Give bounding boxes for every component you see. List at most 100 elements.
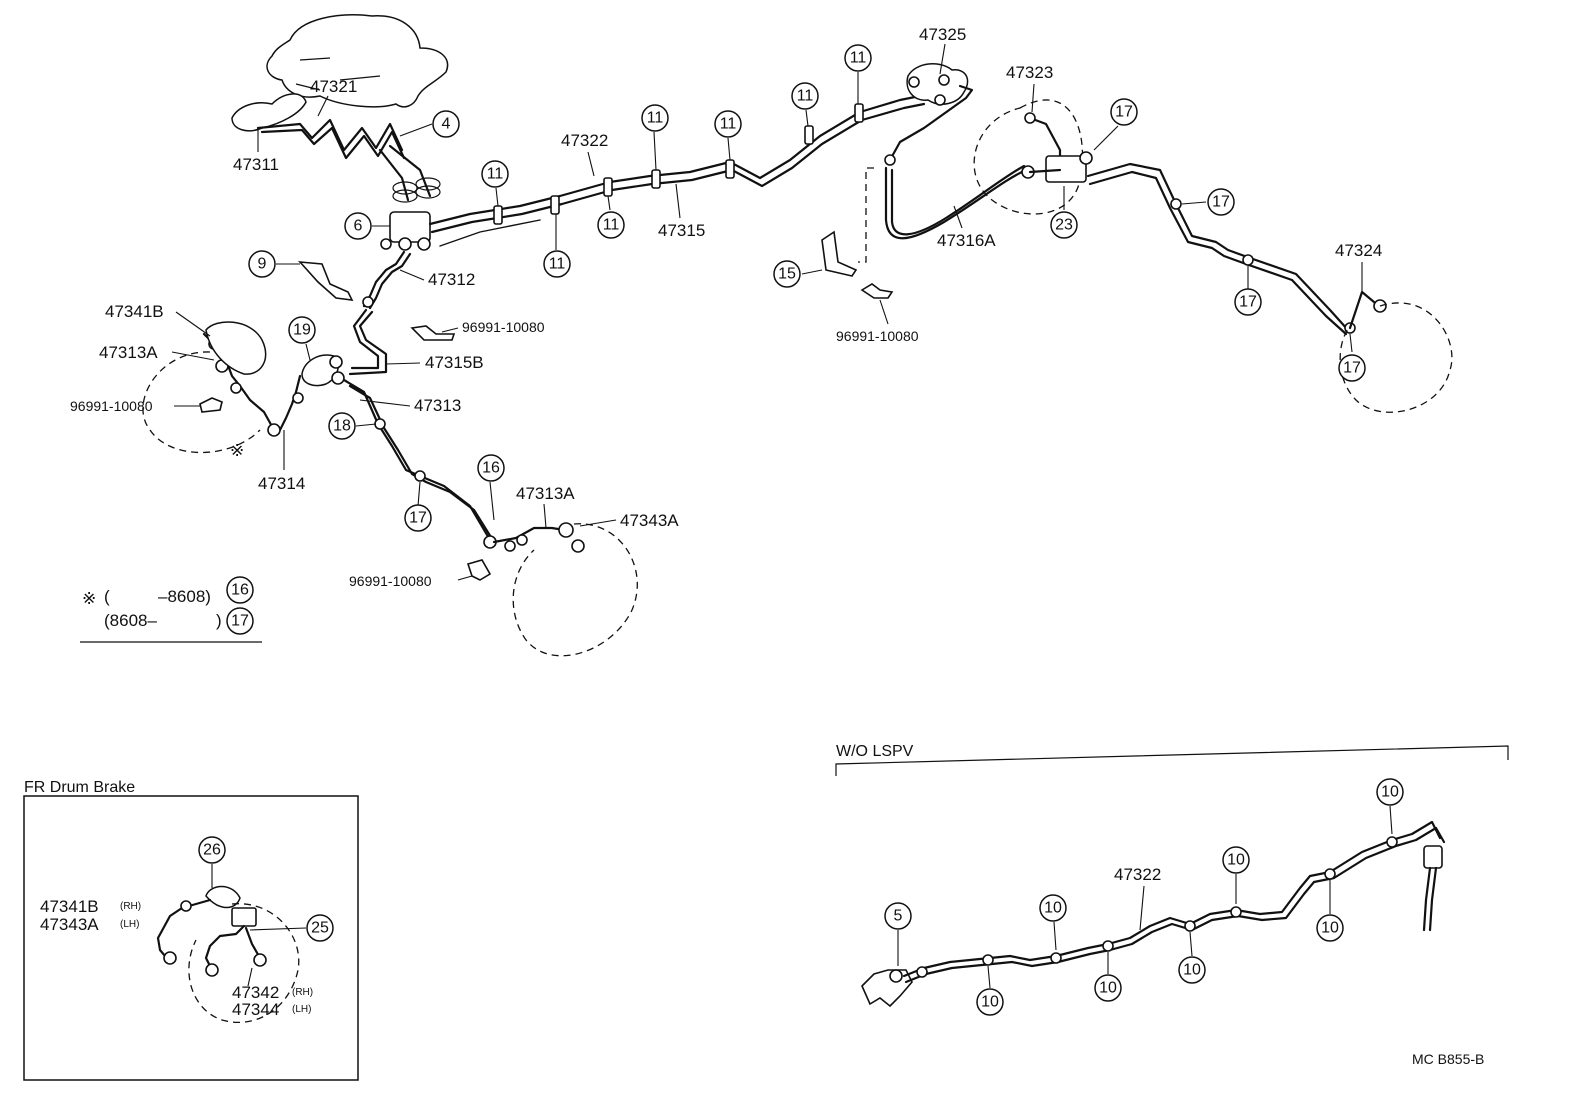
footnote-line2-range: (8608– [104, 611, 157, 630]
callout-9: 9 [248, 250, 276, 278]
svg-text:15: 15 [778, 266, 796, 283]
svg-text:10: 10 [1183, 962, 1201, 979]
label-47313a-left: 47313A [99, 343, 158, 362]
svg-text:16: 16 [231, 582, 249, 599]
svg-text:11: 11 [549, 256, 566, 273]
footnote-line1-range: –8608) [158, 587, 211, 606]
svg-text:11: 11 [720, 116, 737, 133]
callout-26: 26 [198, 836, 226, 864]
callout-11d: 11 [641, 104, 669, 132]
drum-label-47342: 47342 [232, 983, 279, 1002]
callout-11c: 11 [597, 211, 625, 239]
footnote-mark: ※ [82, 589, 96, 608]
label-star: ※ [230, 441, 244, 460]
svg-text:23: 23 [1055, 217, 1073, 234]
leader-lines [171, 43, 1363, 581]
svg-text:11: 11 [647, 110, 664, 127]
wo-label-47322: 47322 [1114, 865, 1161, 884]
callout-10a: 10 [976, 988, 1004, 1016]
label-clip-mid: 96991-10080 [462, 319, 545, 335]
callout-10e: 10 [1222, 846, 1250, 874]
label-47315b: 47315B [425, 353, 484, 372]
callout-circles: 4 6 9 11 11 11 11 11 11 11 15 16 17 17 1… [248, 44, 1366, 532]
callout-11a: 11 [481, 160, 509, 188]
svg-text:17: 17 [231, 613, 249, 630]
svg-text:10: 10 [1227, 852, 1245, 869]
label-47323: 47323 [1006, 63, 1053, 82]
svg-text:10: 10 [1321, 920, 1339, 937]
label-47325: 47325 [919, 25, 966, 44]
svg-text:10: 10 [981, 994, 999, 1011]
callout-11g: 11 [844, 44, 872, 72]
label-47312: 47312 [428, 270, 475, 289]
callout-17b: 17 [1207, 188, 1235, 216]
footnote-line2-paren: ) [216, 611, 222, 630]
footnote-ref-17: 17 [226, 607, 254, 635]
callout-25: 25 [306, 914, 334, 942]
wo-lspv-title: W/O LSPV [836, 743, 914, 760]
callout-17e: 17 [404, 504, 432, 532]
svg-text:26: 26 [203, 842, 221, 859]
callout-18: 18 [328, 412, 356, 440]
svg-text:11: 11 [850, 50, 867, 67]
callout-10f: 10 [1316, 914, 1344, 942]
drum-label-47342-side: (RH) [292, 987, 313, 998]
drum-label-47341b-side: (RH) [120, 901, 141, 912]
drum-label-47344-side: (LH) [292, 1004, 311, 1015]
svg-text:10: 10 [1044, 900, 1062, 917]
diagram-code: MC B855-B [1412, 1051, 1484, 1067]
part-labels: 47311 47321 47322 47315 47325 47323 4731… [70, 25, 1382, 589]
label-47311: 47311 [233, 155, 279, 174]
svg-text:10: 10 [1099, 980, 1117, 997]
label-47314: 47314 [258, 474, 305, 493]
svg-text:17: 17 [409, 510, 427, 527]
footnote-line1-paren: ( [104, 587, 110, 606]
label-47313: 47313 [414, 396, 461, 415]
svg-text:17: 17 [1212, 194, 1230, 211]
svg-text:6: 6 [354, 218, 363, 235]
drum-label-47343a-side: (LH) [120, 919, 139, 930]
svg-text:19: 19 [293, 322, 311, 339]
footnote-ref-16: 16 [226, 576, 254, 604]
callout-10d: 10 [1178, 956, 1206, 984]
callout-4: 4 [432, 110, 460, 138]
callout-19: 19 [288, 316, 316, 344]
label-47313a-low: 47313A [516, 484, 575, 503]
wo-lspv-section: W/O LSPV 5 10 10 10 10 10 10 [835, 743, 1509, 1016]
label-47343a: 47343A [620, 511, 679, 530]
callout-10b: 10 [1039, 894, 1067, 922]
svg-text:17: 17 [1343, 360, 1361, 377]
drum-label-47343a: 47343A [40, 915, 99, 934]
callout-11e: 11 [714, 110, 742, 138]
callout-17c: 17 [1234, 288, 1262, 316]
callout-6: 6 [344, 212, 372, 240]
front-brake-lines [142, 63, 1453, 657]
svg-text:16: 16 [482, 460, 500, 477]
label-47315: 47315 [658, 221, 705, 240]
label-clip-low: 96991-10080 [349, 573, 432, 589]
svg-text:18: 18 [333, 418, 351, 435]
svg-text:10: 10 [1381, 784, 1399, 801]
label-47316a: 47316A [937, 231, 996, 250]
label-47324: 47324 [1335, 241, 1382, 260]
svg-text:11: 11 [797, 88, 814, 105]
callout-5: 5 [884, 902, 912, 930]
footnote: ※ ( –8608) 16 (8608– ) 17 [80, 576, 262, 643]
svg-text:11: 11 [487, 166, 504, 183]
svg-text:4: 4 [442, 116, 451, 133]
drum-label-47344: 47344 [232, 1000, 279, 1019]
master-cylinder [231, 14, 449, 132]
fr-drum-title: FR Drum Brake [24, 779, 135, 796]
label-47341b: 47341B [105, 302, 164, 321]
callout-10g: 10 [1376, 778, 1404, 806]
fr-drum-brake-inset: FR Drum Brake 26 25 47341B (RH) 47343A (… [23, 779, 359, 1081]
callout-17a: 17 [1110, 98, 1138, 126]
svg-text:17: 17 [1239, 294, 1257, 311]
label-clip-left: 96991-10080 [70, 398, 153, 414]
label-47321: 47321 [310, 77, 357, 96]
callout-23: 23 [1050, 211, 1078, 239]
drum-label-47341b: 47341B [40, 897, 99, 916]
callout-10c: 10 [1094, 974, 1122, 1002]
